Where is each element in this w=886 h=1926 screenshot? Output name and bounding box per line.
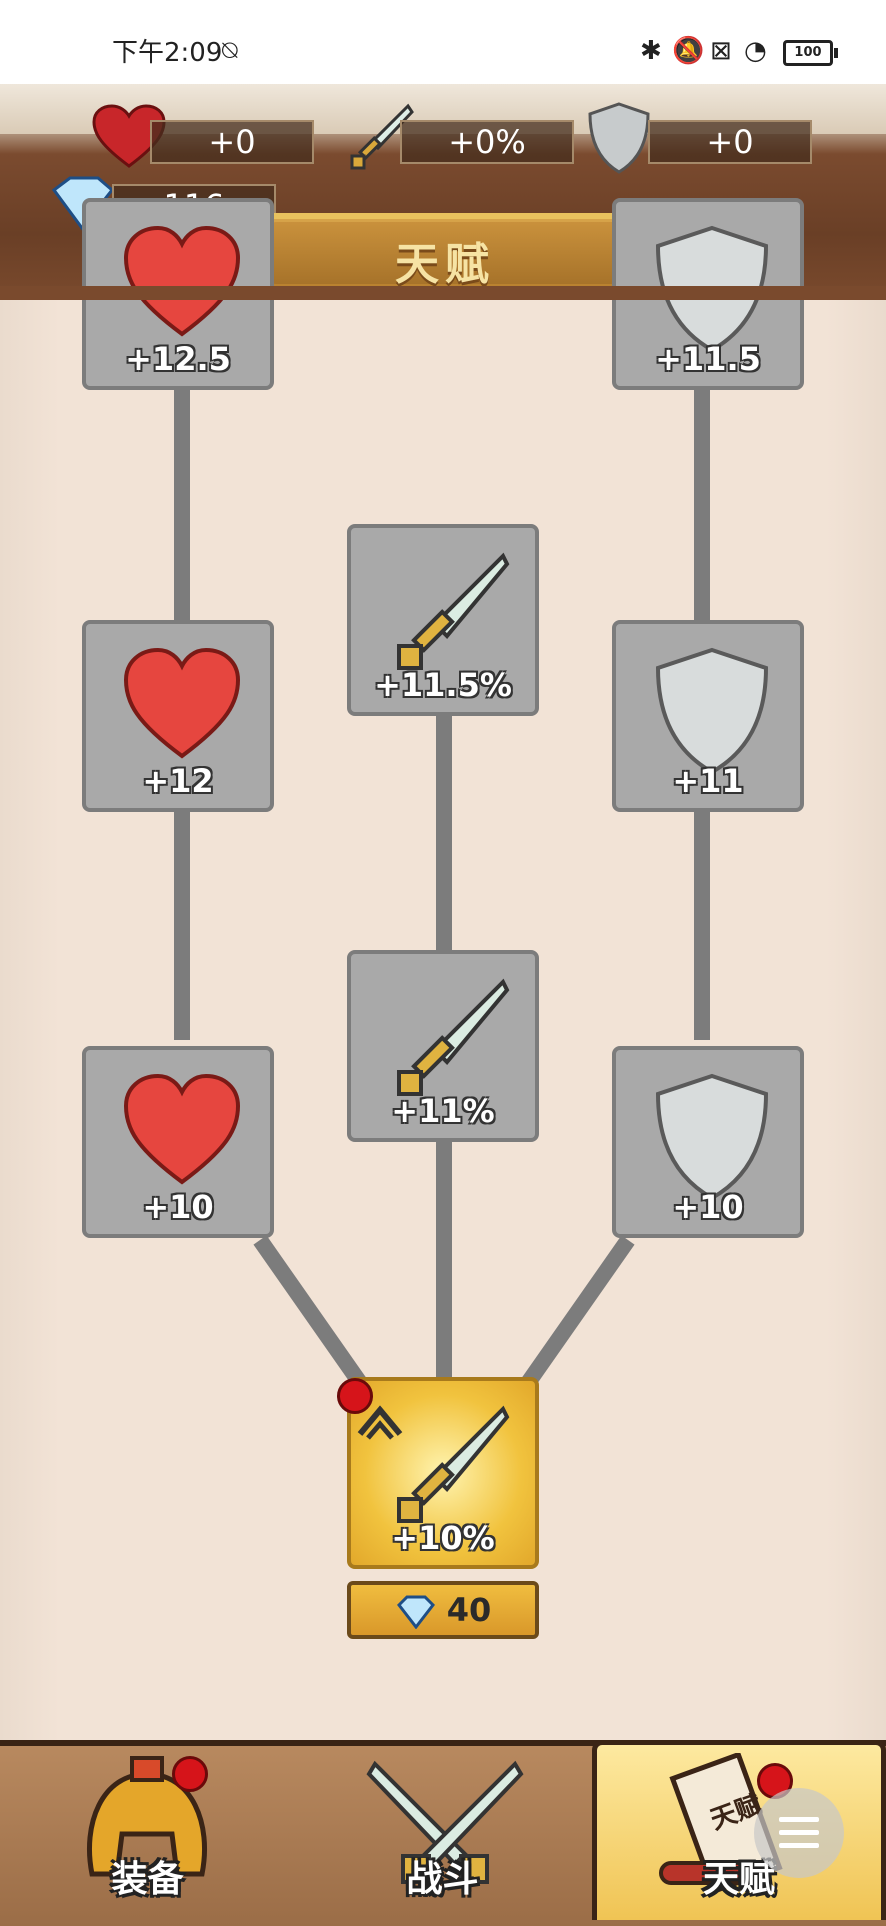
shield-icon <box>588 102 650 174</box>
upgrade-cost-value: 40 <box>446 1591 492 1629</box>
upgrade-badge <box>337 1378 373 1414</box>
talent-node-value: +11.5 <box>655 340 761 378</box>
header-bottom-edge <box>0 286 886 300</box>
sword-icon <box>397 1405 510 1523</box>
talent-node-def-3[interactable]: +11 <box>612 620 804 812</box>
bluetooth-icon: ✱ <box>640 36 662 66</box>
talent-node-value: +12.5 <box>125 340 231 378</box>
battery-icon: 100 <box>783 40 838 66</box>
attack-bonus: +0% <box>400 120 574 164</box>
title-banner-inner <box>270 222 620 284</box>
mute-icon: 🔕 <box>672 36 705 66</box>
talent-node-value: +11.5% <box>374 666 512 704</box>
wifi-icon: ◔ <box>744 36 767 66</box>
tab-talent-label: 天赋 <box>702 1859 775 1900</box>
heart-icon <box>123 647 241 759</box>
talent-node-def-2[interactable]: +10 <box>612 1046 804 1238</box>
talent-node-value: +10 <box>142 1188 214 1226</box>
sword-icon <box>397 978 510 1096</box>
status-bar <box>0 0 886 84</box>
sim-icon: ⍉ <box>222 36 238 66</box>
tab-equipment-label: 装备 <box>111 1859 184 1900</box>
no-sim-icon: ⊠ <box>710 36 732 66</box>
talent-node-atk-2[interactable]: +11% <box>347 950 539 1142</box>
upgrade-cost-button[interactable]: 40 <box>347 1581 539 1639</box>
talent-node-value: +11% <box>391 1092 495 1130</box>
talent-node-value: +11 <box>672 762 744 800</box>
gem-icon <box>396 1595 435 1630</box>
equipment-badge <box>172 1756 208 1792</box>
floating-menu-button[interactable] <box>754 1788 844 1878</box>
defense-bonus: +0 <box>648 120 812 164</box>
menu-icon <box>779 1817 819 1848</box>
sword-icon <box>397 552 510 670</box>
rank-chevron-icon <box>357 1405 403 1440</box>
tab-battle[interactable]: 战斗 <box>295 1740 590 1920</box>
talent-node-value: +12 <box>142 762 214 800</box>
status-time: 下午2:09 <box>112 38 223 68</box>
tab-equipment[interactable]: 装备 <box>0 1740 295 1920</box>
sword-icon <box>350 103 414 170</box>
hp-bonus: +0 <box>150 120 314 164</box>
shield-icon <box>655 647 769 775</box>
tab-battle-label: 战斗 <box>406 1859 479 1900</box>
helmet-icon <box>86 1756 208 1877</box>
connector-diagonals <box>253 1235 635 1405</box>
talent-node-hp-2[interactable]: +10 <box>82 1046 274 1238</box>
heart-icon <box>123 1073 241 1185</box>
talent-node-atk-3[interactable]: +11.5% <box>347 524 539 716</box>
talent-node-value: +10 <box>672 1188 744 1226</box>
heart-icon <box>123 225 241 337</box>
crossed-swords-icon <box>366 1760 524 1884</box>
shield-icon <box>655 1073 769 1201</box>
talent-node-hp-3[interactable]: +12 <box>82 620 274 812</box>
page-title: 天赋 <box>395 239 495 290</box>
talent-node-value: +10% <box>391 1519 495 1557</box>
